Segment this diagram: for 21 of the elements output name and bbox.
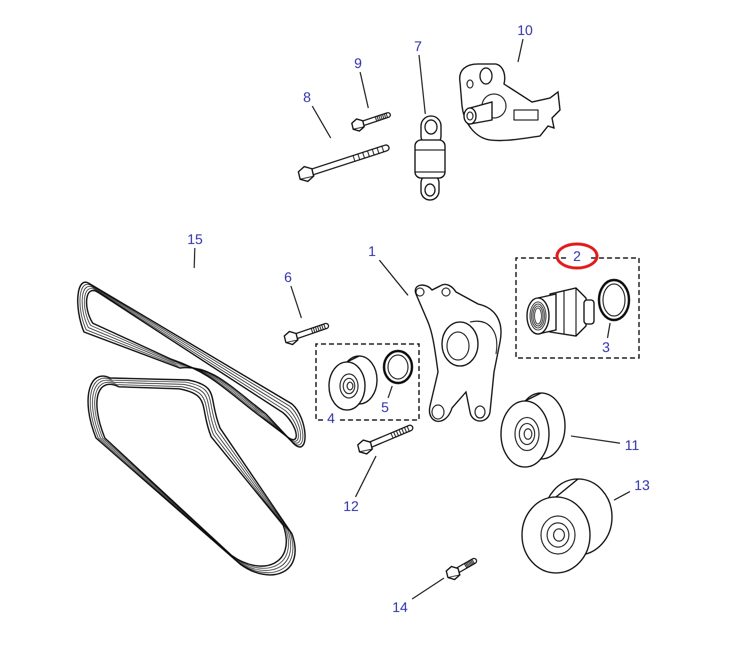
leader-line — [388, 386, 393, 398]
callout-number: 2 — [566, 247, 588, 265]
leader-line — [412, 578, 444, 600]
seal-ring-drawing — [382, 349, 415, 386]
leader-line — [614, 491, 630, 501]
leader-line — [360, 72, 369, 108]
leader-line — [517, 38, 524, 62]
leader-line — [355, 456, 376, 498]
damper-drawing — [412, 114, 448, 202]
leader-line — [570, 435, 620, 444]
leader-line — [194, 248, 196, 268]
callout-number: 5 — [376, 398, 394, 416]
leader-line — [378, 260, 408, 296]
leader-line — [606, 322, 611, 338]
callout-number: 4 — [323, 409, 339, 427]
leader-line — [290, 286, 302, 318]
bracket-drawing — [456, 62, 562, 144]
callout-number: 3 — [596, 338, 616, 356]
seal-ring-drawing — [596, 278, 632, 323]
leader-line — [312, 106, 332, 138]
leader-line — [418, 54, 426, 114]
